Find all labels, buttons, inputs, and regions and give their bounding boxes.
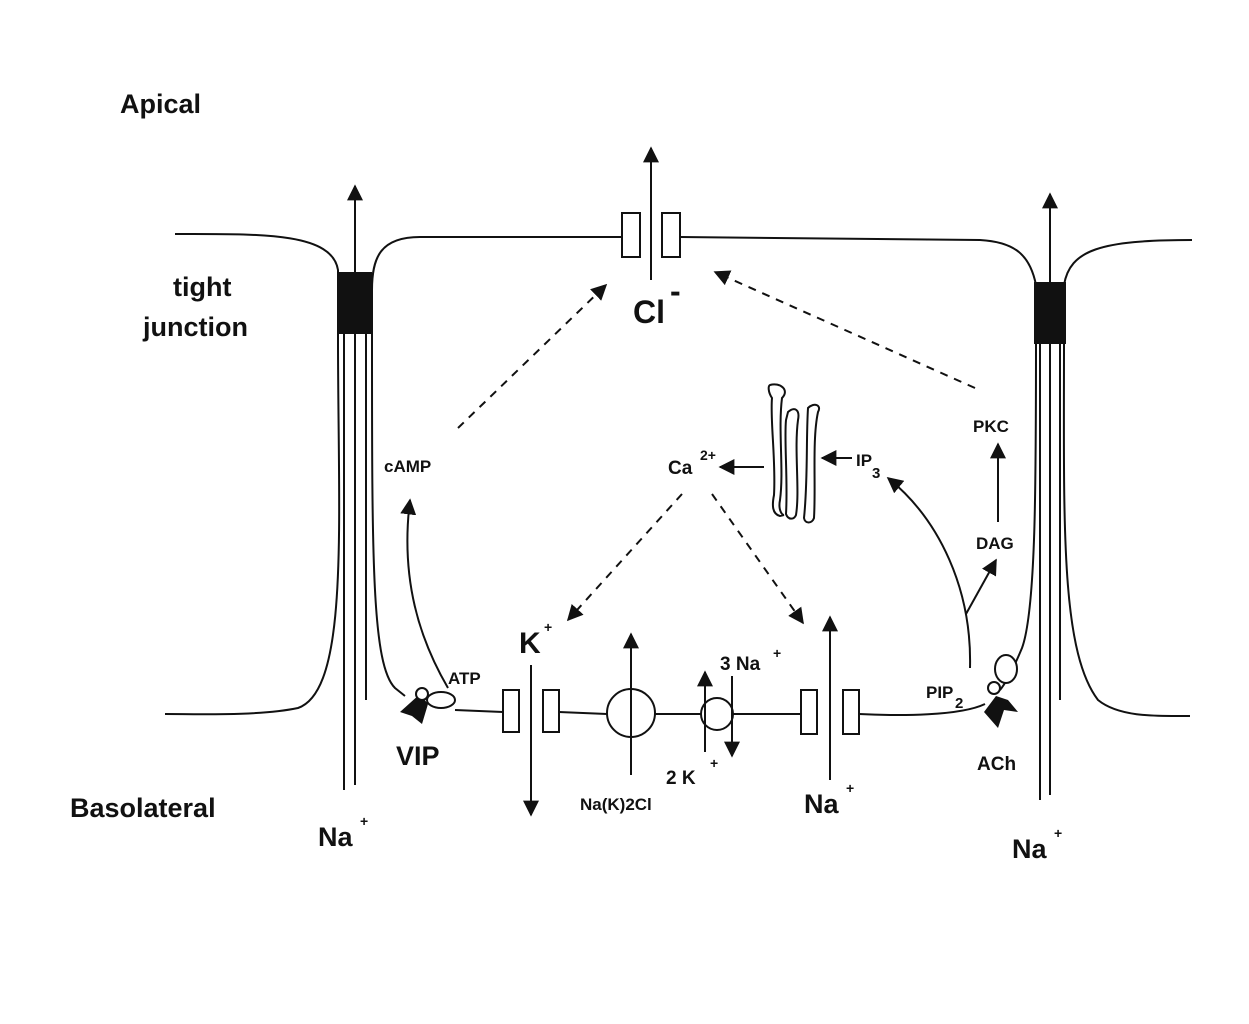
tight-junction-label-2: junction [142, 312, 248, 342]
ach-receptor-icon [984, 696, 1018, 728]
three-na-label: 3 Na [720, 654, 761, 675]
central-cell-membrane-right [999, 339, 1037, 691]
camp-label: cAMP [384, 457, 431, 476]
ip3-label: IP [856, 451, 872, 470]
right-cell-membrane-lower [1062, 339, 1191, 718]
ca-label: Ca [668, 458, 693, 479]
pkc-to-cl-dashed-arrow [713, 270, 976, 389]
ach-label: ACh [977, 754, 1016, 775]
tight-junction-label-1: tight [173, 272, 231, 302]
camp-to-cl-dashed-arrow [457, 283, 608, 429]
atp-to-camp-arrow [400, 498, 449, 689]
k-channel-left-half [502, 689, 520, 733]
na-superscript-center: + [846, 780, 854, 796]
er-stack-3 [802, 403, 820, 524]
three-na-superscript: + [773, 645, 781, 661]
central-cell-membrane [371, 236, 622, 697]
ca-to-na-dashed-arrow [711, 493, 804, 625]
vip-receptor-icon [400, 694, 428, 724]
central-cell-membrane-top-right [679, 236, 1037, 286]
na-label-left: Na [318, 822, 353, 852]
pip2-label: PIP [926, 683, 953, 702]
cl-channel-right-half [661, 212, 681, 258]
ca-to-k-dashed-arrow [566, 493, 683, 622]
na-channel-right-half [842, 689, 860, 735]
na-channel-left-half [800, 689, 818, 735]
cl-superscript: - [670, 273, 681, 309]
cl-channel-left-half [621, 212, 641, 258]
right-cell-membrane [1063, 239, 1193, 286]
cl-label: Cl [633, 294, 665, 330]
vip-g-protein-small [415, 687, 429, 701]
pip2-to-dag-arrow [965, 558, 997, 615]
ach-g-protein-small [987, 681, 1001, 695]
pip2-to-ip3-arrow [886, 476, 972, 669]
k-label: K [519, 627, 541, 660]
ca-superscript: 2+ [700, 447, 716, 463]
atp-label: ATP [448, 669, 481, 688]
ip3-subscript: 3 [872, 465, 880, 482]
cotransporter-label: Na(K)2Cl [580, 795, 652, 814]
na-label-right: Na [1012, 834, 1047, 864]
ach-phospholipase [994, 654, 1018, 684]
dag-label: DAG [976, 534, 1014, 553]
na-superscript-right: + [1054, 825, 1062, 841]
two-k-label: 2 K [666, 768, 696, 789]
basolateral-label: Basolateral [70, 793, 216, 823]
k-superscript: + [544, 619, 552, 635]
apical-label: Apical [120, 89, 201, 119]
er-stack-1 [767, 383, 786, 518]
na-label-center: Na [804, 789, 839, 819]
central-cell-membrane-bottom [454, 703, 986, 716]
left-cell-membrane [164, 232, 341, 716]
pip2-subscript: 2 [955, 695, 963, 712]
k-channel-right-half [542, 689, 560, 733]
pkc-label: PKC [973, 417, 1009, 436]
er-stack-2 [784, 408, 800, 520]
vip-label: VIP [396, 741, 440, 771]
vip-adenylyl-cyclase [426, 691, 456, 709]
na-superscript-left: + [360, 813, 368, 829]
two-k-superscript: + [710, 755, 718, 771]
